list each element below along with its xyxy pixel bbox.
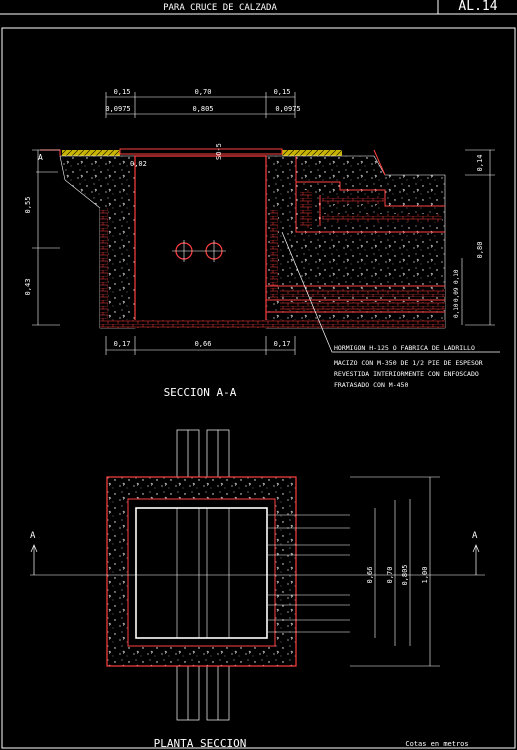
small-label: 0,02	[130, 160, 147, 168]
plan-view: A A 0,66 0,70 0,805 1,00 PLANTA SECCION …	[30, 429, 485, 750]
dim-label: 0,70	[195, 88, 212, 96]
pavement-strip	[282, 150, 342, 156]
plan-chamber	[135, 507, 268, 639]
plan-title: PLANTA SECCION	[154, 737, 247, 750]
dim-label: 0,10	[453, 269, 460, 284]
top-dimension-lines	[105, 92, 296, 118]
dim-label: 0,805	[192, 105, 213, 113]
dim-label: 0,80	[476, 242, 484, 259]
units-note: Cotas en metros	[405, 740, 468, 748]
brick-courses	[322, 196, 384, 204]
brick-courses	[300, 190, 312, 228]
section-arrow-head	[30, 544, 38, 553]
small-label: SO-5	[215, 143, 223, 160]
ground-outline	[40, 149, 61, 156]
brick-lining	[100, 208, 108, 328]
section-marker: A	[30, 531, 36, 541]
dim-label: 1,00	[421, 567, 429, 584]
pipe-section	[172, 240, 226, 262]
dim-label: 0,17	[274, 340, 291, 348]
dim-label: 0,15	[274, 88, 291, 96]
drawing-code: AL.14	[458, 0, 497, 14]
section-a-a: 0,15 0,70 0,15 0,0975 0,805 0,0975	[24, 88, 500, 399]
drawing-title: PARA CRUCE DE CALZADA	[163, 3, 277, 13]
dim-label: 0,14	[476, 155, 484, 172]
bottom-dimension-lines	[105, 336, 296, 355]
note-line: MACIZO CON M-350 DE 1/2 PIE DE ESPESOR	[334, 359, 483, 367]
note-line: FRATASADO CON M-450	[334, 381, 408, 389]
section-marker: A	[38, 153, 43, 162]
plan-pipes-inner	[176, 508, 230, 638]
dim-label: 0,15	[114, 88, 131, 96]
brick-courses	[322, 214, 442, 222]
dim-label: 0,66	[195, 340, 212, 348]
left-dimension-lines	[32, 149, 60, 326]
sheet-frame	[1, 27, 516, 749]
dim-label: 0,09	[453, 287, 460, 302]
dim-label: 0,0975	[105, 105, 130, 113]
chamber-interior	[134, 155, 267, 327]
brick-lining	[270, 210, 278, 300]
plan-dimension-lines	[268, 476, 440, 667]
dim-label: 0,805	[401, 564, 409, 585]
pavement-strip	[62, 150, 120, 156]
concrete-wall-left	[59, 155, 136, 329]
dim-label: 0,0975	[275, 105, 300, 113]
brick-base	[100, 320, 445, 328]
ground-outline	[373, 149, 386, 176]
note-leader-line	[281, 231, 500, 353]
dim-label: 0,70	[386, 567, 394, 584]
brick-courses	[280, 289, 445, 297]
manhole-cover	[119, 148, 283, 155]
dim-label: 0,66	[366, 567, 374, 584]
dim-label: 0,55	[24, 197, 32, 214]
section-arrow-head	[472, 544, 480, 553]
note-line: REVESTIDA INTERIORMENTE CON ENFOSCADO	[334, 370, 479, 378]
note-line: HORMIGON H-125 O FABRICA DE LADRILLO	[334, 344, 475, 352]
section-marker: A	[472, 531, 478, 541]
dim-label: 0,17	[114, 340, 131, 348]
road-layers	[266, 156, 445, 313]
dim-label: 0,43	[24, 279, 32, 296]
brick-courses	[280, 302, 445, 310]
dim-label: 0,10	[453, 303, 460, 318]
title-block: PARA CRUCE DE CALZADA AL.14	[0, 0, 517, 15]
right-dimension-lines	[461, 149, 495, 326]
section-title: SECCION A-A	[164, 386, 237, 399]
